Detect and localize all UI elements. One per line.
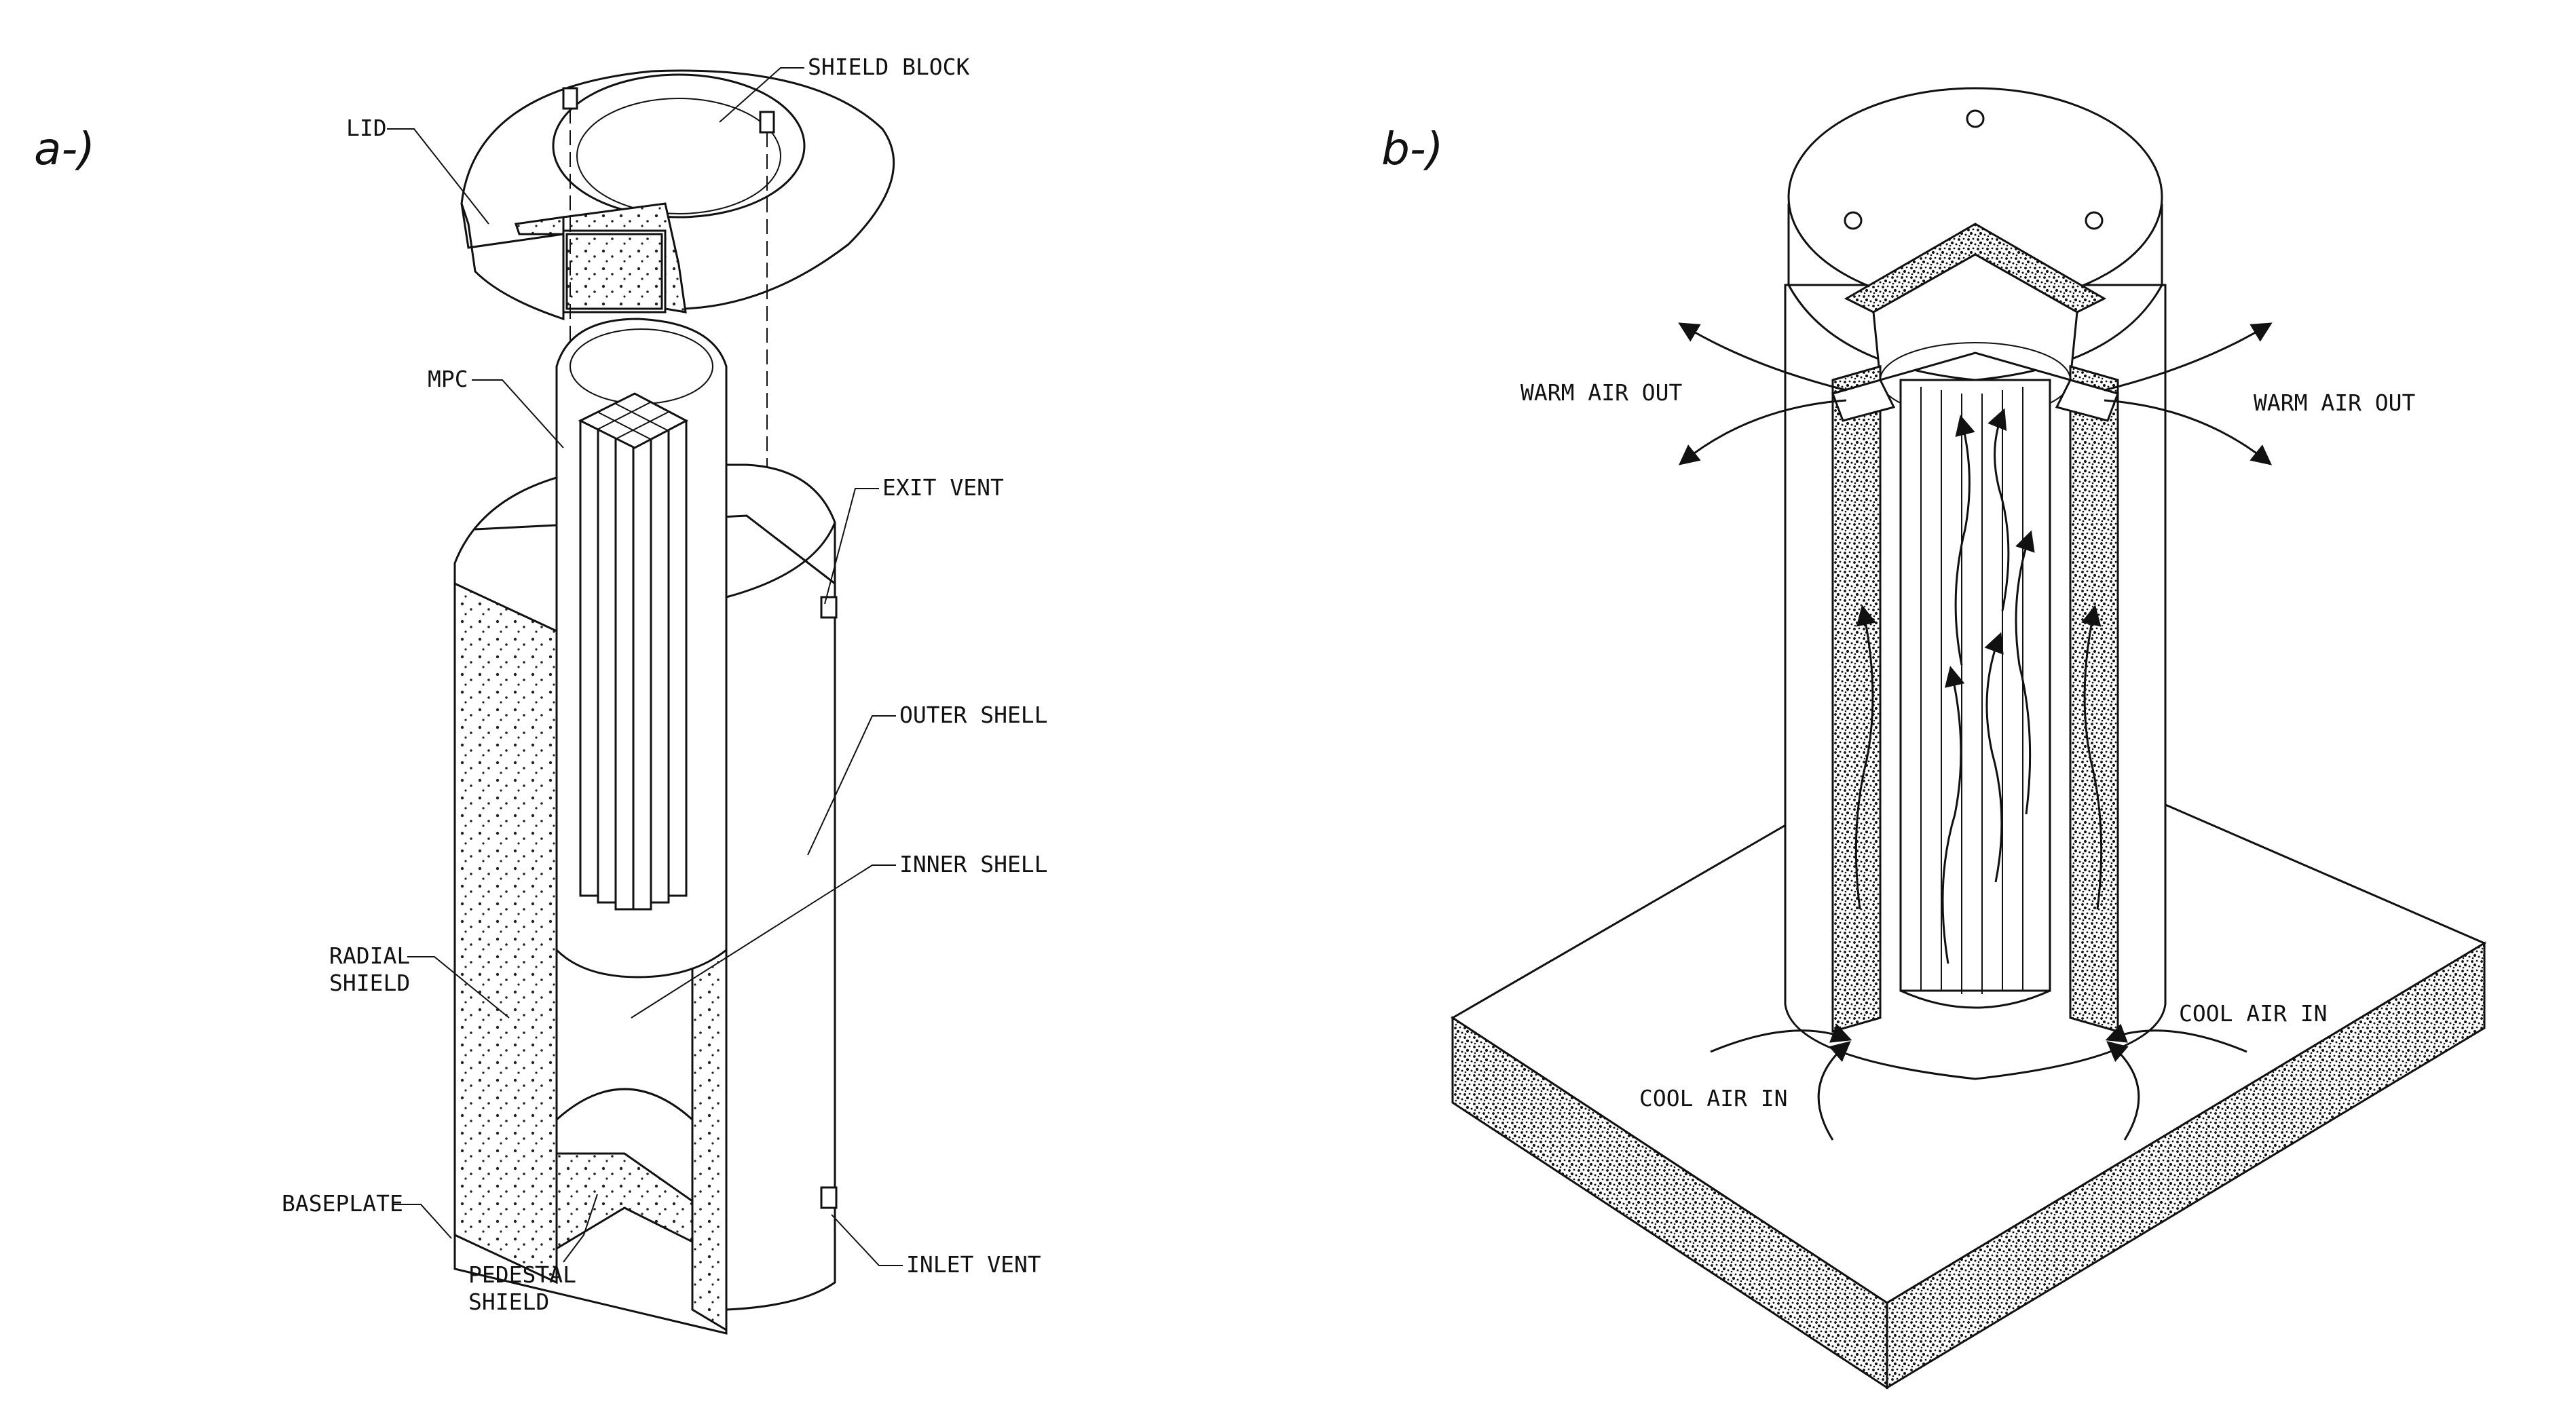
label-inner-shell: INNER SHELL — [899, 851, 1048, 877]
label-radial-shield-line1: RADIAL — [329, 943, 410, 969]
label-cool-air-in-right: COOL AIR IN — [2179, 1000, 2328, 1027]
label-warm-air-out-left: WARM AIR OUT — [1520, 379, 1683, 406]
label-pedestal-shield-line2: SHIELD — [468, 1289, 549, 1315]
label-mpc: MPC — [428, 366, 468, 392]
fuel-basket — [578, 392, 689, 911]
exit-vent-left — [1831, 379, 1896, 422]
panel-b-labels: WARM AIR OUT WARM AIR OUT COOL AIR IN CO… — [1520, 379, 2416, 1111]
exit-vent-right — [2055, 379, 2119, 422]
cool-air-arrows — [1710, 1023, 2247, 1141]
label-exit-vent: EXIT VENT — [882, 474, 1004, 501]
mpc-canister — [555, 318, 728, 978]
label-baseplate: BASEPLATE — [282, 1190, 403, 1217]
convection-arrows — [1854, 408, 2103, 964]
lid-bolt-icon — [1966, 109, 1985, 128]
label-shield-block: SHIELD BLOCK — [808, 54, 970, 80]
inner-canister — [1899, 379, 2051, 1009]
panel-a-tag: a-) — [34, 123, 95, 175]
label-inlet-vent: INLET VENT — [906, 1251, 1041, 1278]
panel-a-labels: SHIELD BLOCK LID MPC EXIT VENT OUTER SHE… — [282, 54, 1048, 1315]
ventilated-cask — [1784, 87, 2167, 1080]
lid-shield-block — [460, 69, 895, 516]
label-warm-air-out-right: WARM AIR OUT — [2254, 389, 2416, 416]
label-radial-shield-line2: SHIELD — [329, 970, 410, 996]
lid-bolt-icon — [1844, 211, 1863, 230]
lid-bolt-icon — [2085, 211, 2104, 230]
label-outer-shell: OUTER SHELL — [899, 702, 1048, 728]
panel-b: b-) — [1381, 87, 2487, 1390]
warm-air-arrows — [1678, 322, 2273, 465]
label-pedestal-shield-line1: PEDESTAL — [468, 1261, 576, 1288]
label-lid: LID — [346, 115, 387, 141]
panel-a: a-) — [34, 54, 1048, 1335]
panel-b-tag: b-) — [1381, 123, 1443, 175]
label-cool-air-in-left: COOL AIR IN — [1639, 1085, 1788, 1111]
